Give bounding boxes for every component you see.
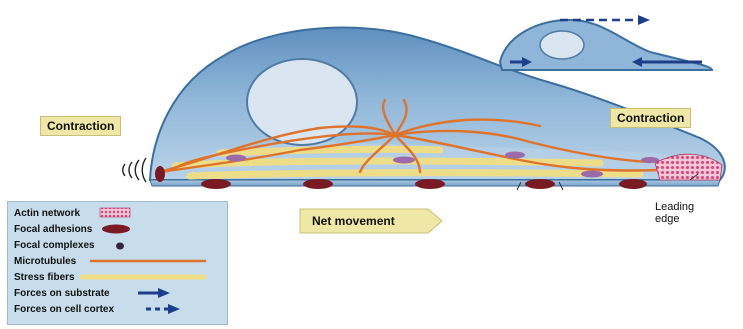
contraction-label-right: Contraction bbox=[610, 108, 691, 128]
rear-contraction-marks bbox=[123, 158, 146, 182]
legend-symbol-actin-network bbox=[100, 208, 130, 217]
net-movement-label: Net movement bbox=[312, 215, 395, 227]
legend-symbol-cortex-force-arrow bbox=[146, 304, 180, 314]
contraction-label-left: Contraction bbox=[40, 116, 121, 136]
legend-symbol-substrate-force-arrow bbox=[138, 288, 170, 298]
legend: Actin network Focal adhesions Focal comp… bbox=[7, 201, 228, 325]
leading-edge-label-line2: edge bbox=[655, 213, 679, 225]
leading-edge-label-line1: Leading bbox=[655, 201, 694, 213]
legend-symbol-focal-adhesion bbox=[102, 225, 130, 234]
legend-symbol-focal-complex bbox=[116, 243, 124, 250]
